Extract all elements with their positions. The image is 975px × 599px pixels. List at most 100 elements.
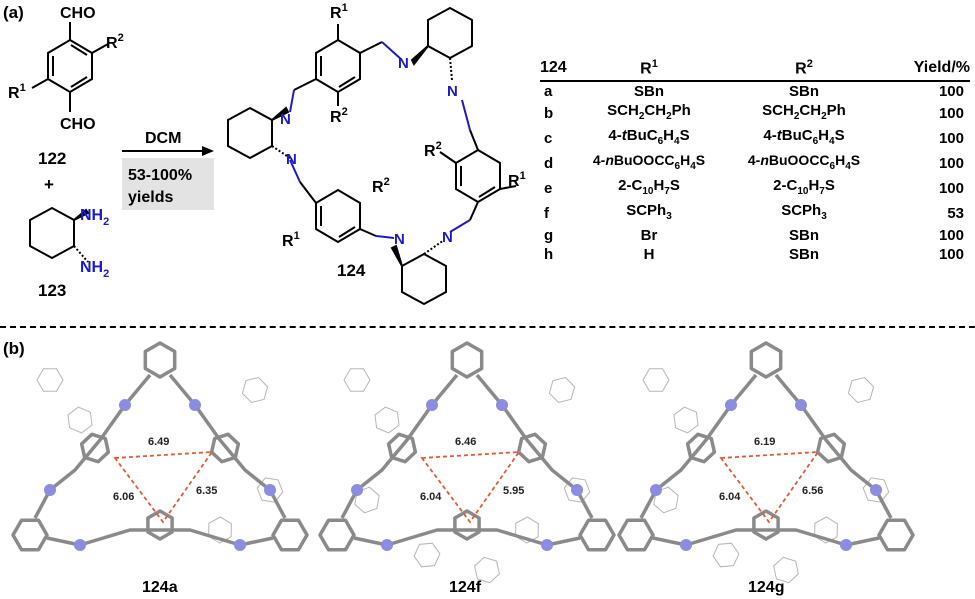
table-cell-yield: 100	[938, 105, 964, 123]
yield-word-label: yields	[128, 189, 173, 206]
plus-sign: +	[44, 175, 54, 194]
table-cell-r2: SBn	[789, 246, 819, 264]
table-header-yield: Yield/%	[913, 59, 970, 77]
nitrogen-atom	[234, 539, 246, 551]
table-cell-r2: SBn	[789, 83, 819, 101]
panel-b-label: (b)	[3, 339, 25, 358]
table-cell-id: f	[544, 205, 549, 223]
nitrogen-atom	[119, 399, 131, 411]
nitrogen-atom	[426, 399, 438, 411]
imine-n-3: N	[280, 111, 291, 128]
r2-label-124-top: R2	[330, 106, 348, 126]
table-row: h H SBn 100	[540, 245, 970, 264]
nitrogen-atom	[795, 399, 807, 411]
crystal-structure-124g: 6.19 6.04 6.56 124g	[617, 341, 915, 596]
table-cell-r1: SBn	[634, 83, 664, 101]
cho-bottom-label: CHO	[60, 116, 96, 133]
table-cell-yield: 100	[938, 246, 964, 264]
panel-a-label: (a)	[3, 3, 24, 22]
distance-top-label: 6.49	[148, 436, 169, 448]
crystal-structure-124a: 6.49 6.06 6.35 124a	[11, 341, 309, 596]
table-cell-r2: 4-tBuC6H4S	[763, 127, 845, 148]
compound-122-structure	[31, 22, 109, 112]
table-row: f SCPh3 SCPh3 53	[540, 201, 970, 226]
nh2-bottom-label: NH2	[80, 259, 109, 280]
reagent-label: DCM	[145, 130, 181, 147]
nitrogen-atom	[571, 484, 583, 496]
r2-label-122: R2	[106, 32, 124, 52]
table-cell-r1: 4-nBuOOCC6H4S	[592, 152, 706, 173]
imine-n-5: N	[394, 231, 405, 248]
structure-name-label: 124a	[142, 579, 178, 596]
nitrogen-atom	[74, 539, 86, 551]
r1-label-122: R1	[8, 82, 26, 102]
table-cell-yield: 100	[938, 227, 964, 245]
nitrogen-atom	[840, 539, 852, 551]
nitrogen-atom	[541, 539, 553, 551]
distance-top-label: 6.19	[754, 436, 775, 448]
structure-name-label: 124f	[449, 579, 482, 596]
reaction-scheme: CHO CHO R2 R1 122 + NH2 NH2 123 DCM 53-1…	[8, 2, 526, 306]
table-cell-id: h	[544, 246, 554, 264]
imine-n-4: N	[286, 151, 297, 168]
table-cell-yield: 53	[947, 205, 964, 223]
table-cell-id: e	[544, 180, 553, 198]
table-header-r1: R1	[640, 58, 658, 78]
table-cell-r1: SCPh3	[626, 202, 672, 223]
table-header-r2: R2	[795, 58, 813, 78]
panel-divider	[0, 326, 975, 328]
table-cell-id: g	[544, 227, 554, 245]
r1-label-124-right: R1	[508, 170, 526, 190]
compound-124-number: 124	[337, 261, 366, 280]
table-header-id: 124	[540, 59, 567, 77]
table-cell-id: a	[544, 83, 553, 101]
r1-label-124-bottom: R1	[282, 230, 300, 250]
table-cell-r1: Br	[640, 227, 658, 245]
distance-left-label: 6.06	[113, 491, 134, 503]
r1-label-124-top: R1	[330, 2, 348, 22]
distance-top-label: 6.46	[455, 436, 476, 448]
nitrogen-atom	[44, 484, 56, 496]
nitrogen-atom	[264, 484, 276, 496]
compound-123-structure	[29, 206, 90, 263]
nh2-top-label: NH2	[80, 207, 109, 228]
structure-name-label: 124g	[748, 579, 784, 596]
macrocycle-124-structure	[227, 6, 517, 306]
table-cell-r1: 4-tBuC6H4S	[608, 127, 690, 148]
imine-n-1: N	[398, 55, 409, 72]
table-cell-yield: 100	[938, 180, 964, 198]
r2-label-124-bottom: R2	[372, 176, 390, 196]
compound-122-number: 122	[38, 149, 66, 168]
table-cell-yield: 100	[938, 155, 964, 173]
nitrogen-atom	[650, 484, 662, 496]
yield-box	[122, 158, 214, 210]
table-cell-r1: 2-C10H7S	[618, 177, 680, 198]
table-cell-r2: 4-nBuOOCC6H4S	[747, 152, 861, 173]
distance-right-label: 6.56	[802, 485, 823, 497]
table-row: d 4-nBuOOCC6H4S 4-nBuOOCC6H4S 100	[540, 151, 970, 176]
distance-right-label: 6.35	[196, 485, 217, 497]
distance-left-label: 6.04	[420, 491, 442, 503]
table-cell-id: b	[544, 105, 554, 123]
nitrogen-atom	[680, 539, 692, 551]
distance-left-label: 6.04	[719, 491, 741, 503]
nitrogen-atom	[381, 539, 393, 551]
distance-right-label: 5.95	[503, 485, 524, 497]
table-cell-r1: H	[643, 246, 655, 264]
nitrogen-atom	[351, 484, 363, 496]
table-cell-r2: SCH2CH2Ph	[762, 102, 846, 123]
imine-n-6: N	[442, 229, 453, 246]
nitrogen-atom	[725, 399, 737, 411]
crystal-structure-124f: 6.46 6.04 5.95 124f	[318, 341, 616, 596]
imine-n-2: N	[447, 83, 458, 100]
table-cell-id: d	[544, 155, 554, 173]
crystal-structures: 6.49 6.06 6.35 124a 6.46 6.04 5.95 124f 6.19 6.04…	[11, 341, 915, 596]
table-cell-r2: SCPh3	[781, 202, 827, 223]
yield-range-label: 53-100%	[128, 167, 192, 184]
